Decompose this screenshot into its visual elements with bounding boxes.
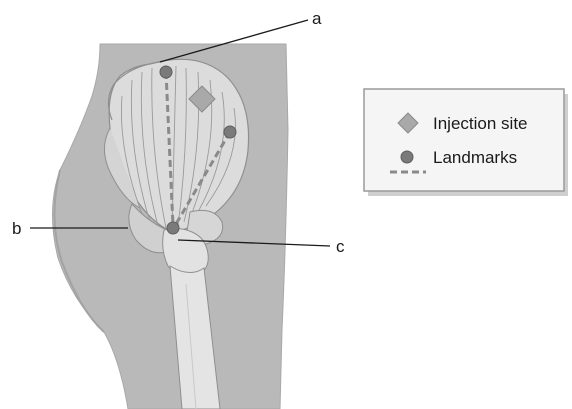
- callout-label-b: b: [12, 219, 21, 238]
- legend-landmarks-label: Landmarks: [433, 148, 517, 167]
- legend-box: [364, 89, 564, 191]
- legend: Injection site Landmarks: [364, 89, 568, 196]
- landmark-dot-iliac-crest: [160, 66, 172, 78]
- callout-label-a: a: [312, 9, 322, 28]
- landmark-dot-trochanter: [167, 222, 179, 234]
- callout-label-c: c: [336, 237, 345, 256]
- legend-injection-site-label: Injection site: [433, 114, 528, 133]
- legend-landmark-dot-icon: [401, 151, 413, 163]
- landmark-dot-anterior: [224, 126, 236, 138]
